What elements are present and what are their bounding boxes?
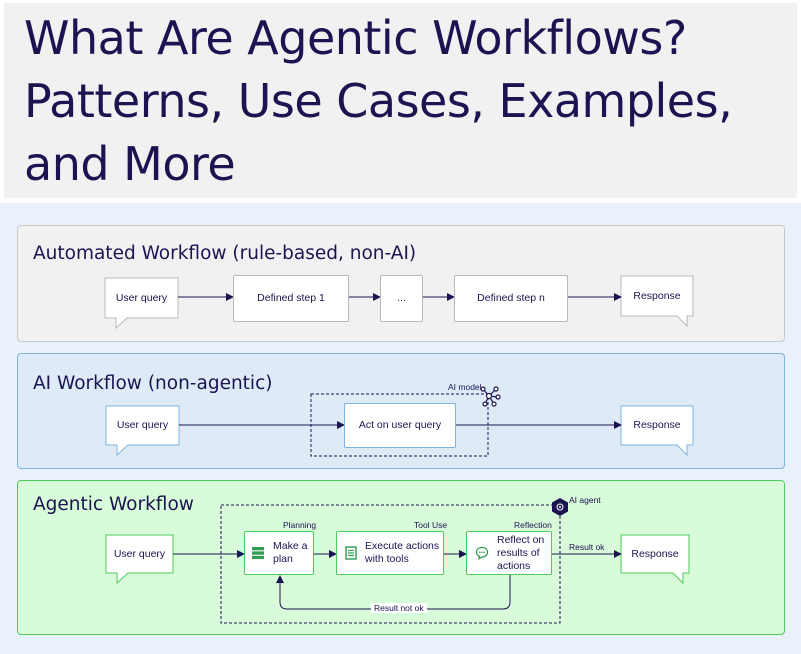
- ai-workflow-title: AI Workflow (non-agentic): [33, 373, 273, 394]
- result-ok-label: Result ok: [569, 542, 605, 552]
- make-a-plan-label: Make a plan: [273, 540, 308, 565]
- make-a-plan: Make a plan: [244, 531, 314, 575]
- title-line-2: Patterns, Use Cases, Examples,: [24, 74, 733, 128]
- stack-icon: [252, 547, 264, 560]
- ellipsis-step: ...: [380, 275, 423, 322]
- ai-response-bubble: [620, 405, 694, 457]
- auto-user-query-bubble: [104, 277, 179, 330]
- reflect-on-results-label: Reflect on results of actions: [497, 533, 545, 572]
- document-icon: [345, 546, 357, 560]
- hexagon-agent-icon: [552, 498, 568, 516]
- tool-use-label: Tool Use: [414, 520, 448, 530]
- chat-bubble-icon: [475, 546, 489, 560]
- agentic-response: Response: [631, 547, 679, 560]
- page-title: What Are Agentic Workflows? Patterns, Us…: [24, 7, 733, 196]
- agentic-user-query: User query: [113, 547, 166, 560]
- ai-user-query-bubble: [105, 405, 180, 457]
- network-node-icon: [480, 386, 501, 407]
- automated-workflow-title: Automated Workflow (rule-based, non-AI): [33, 243, 417, 264]
- planning-label: Planning: [283, 520, 317, 530]
- agentic-response-bubble: [620, 534, 690, 585]
- defined-step-n: Defined step n: [454, 275, 568, 322]
- auto-response: Response: [633, 289, 681, 302]
- header: What Are Agentic Workflows? Patterns, Us…: [4, 3, 797, 198]
- agentic-user-query-bubble: [105, 534, 174, 585]
- agentic-workflow-title: Agentic Workflow: [33, 494, 194, 515]
- reflect-on-results: Reflect on results of actions: [466, 531, 552, 575]
- execute-actions-label: Execute actions with tools: [365, 540, 440, 565]
- title-line-1: What Are Agentic Workflows?: [24, 11, 687, 65]
- auto-response-bubble: [620, 275, 694, 328]
- ai-user-query: User query: [116, 419, 169, 431]
- title-line-3: and More: [24, 137, 236, 191]
- execute-actions: Execute actions with tools: [336, 531, 444, 575]
- ai-agent-boundary: [220, 504, 561, 624]
- reflection-label: Reflection: [514, 520, 552, 530]
- result-not-ok-label: Result not ok: [371, 603, 427, 613]
- auto-user-query: User query: [115, 291, 168, 304]
- ai-response: Response: [633, 419, 681, 431]
- act-on-user-query: Act on user query: [344, 403, 456, 448]
- ai-agent-label: AI agent: [569, 495, 601, 505]
- defined-step-1: Defined step 1: [233, 275, 349, 322]
- ai-model-label: AI model: [448, 382, 482, 392]
